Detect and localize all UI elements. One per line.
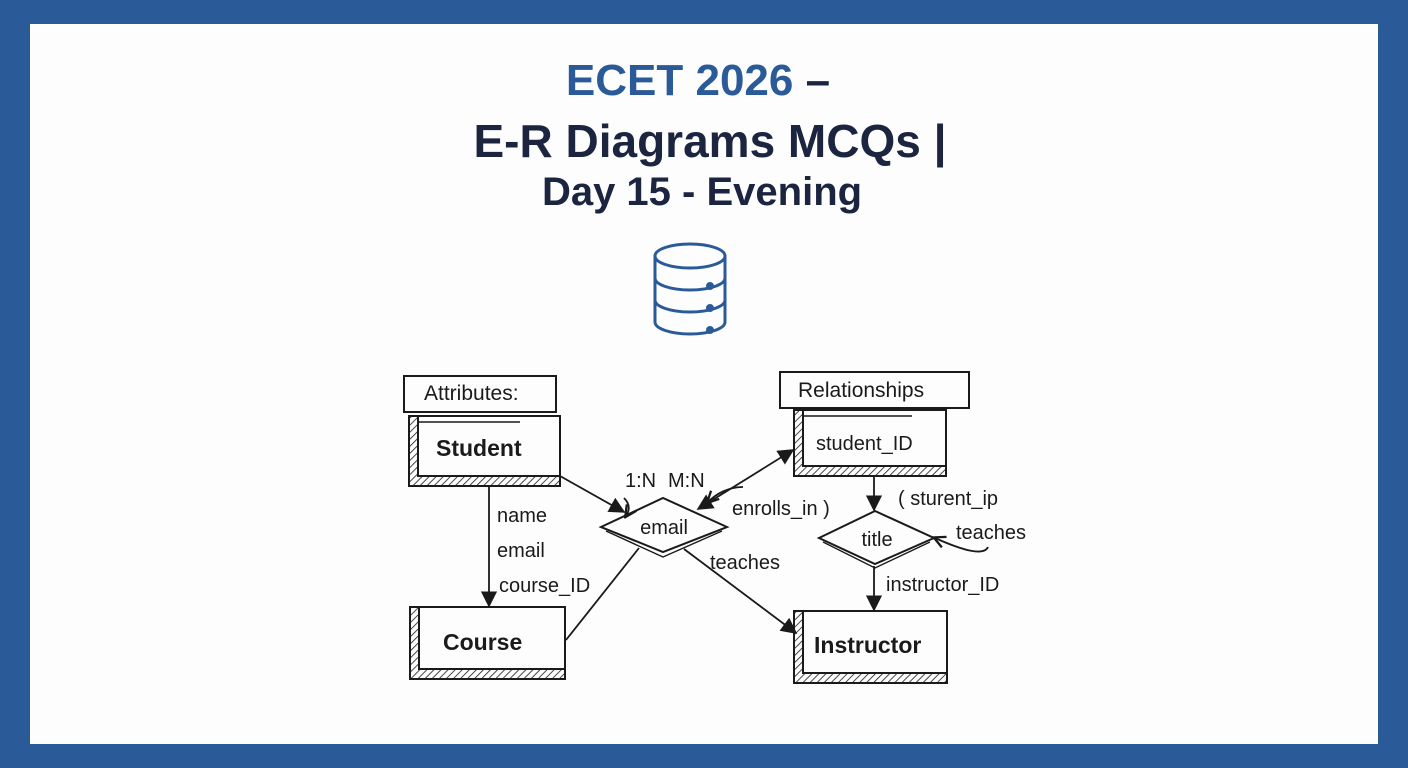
label-cardinality-1n: 1:N: [625, 470, 656, 492]
title-accent: ECET 2026: [565, 56, 794, 105]
database-icon: [653, 242, 727, 336]
title-dash: –: [805, 56, 831, 105]
label-enrolls-in: enrolls_in ): [732, 498, 830, 520]
relationship-title-label: title: [861, 529, 892, 551]
page-frame: [30, 24, 1378, 744]
entity-instructor-label: Instructor: [814, 632, 921, 658]
connectors: [480, 449, 989, 641]
title-line-2: E-R Diagrams MCQs |: [473, 115, 947, 167]
attributes-header: Attributes:: [403, 375, 557, 413]
entity-student-id: student_ID: [793, 409, 947, 477]
label-name: name: [497, 505, 547, 527]
relationships-header: Relationships: [779, 371, 970, 409]
label-instructor-id: instructor_ID: [886, 574, 999, 596]
entity-student-label: Student: [436, 435, 522, 461]
entity-course-label: Course: [443, 629, 522, 655]
entity-student: Student: [408, 415, 561, 487]
label-teaches-left: teaches: [710, 552, 780, 574]
relationships-header-label: Relationships: [798, 379, 924, 402]
label-sturent-ip: ( sturent_ip: [898, 488, 998, 510]
entity-instructor: Instructor: [793, 610, 948, 684]
relationship-title: title: [816, 509, 937, 569]
entity-course: Course: [409, 606, 566, 680]
label-email: email: [497, 540, 545, 562]
relationship-email-label: email: [640, 517, 688, 539]
attributes-header-label: Attributes:: [424, 382, 519, 405]
label-cardinality-mn: M:N: [668, 470, 705, 492]
label-course-id: course_ID: [499, 575, 590, 597]
title-line-3: Day 15 - Evening: [541, 170, 863, 214]
label-teaches-right: teaches: [956, 522, 1026, 544]
relationship-email: email: [598, 496, 730, 558]
entity-student-id-label: student_ID: [816, 433, 913, 455]
title-line-1: ECET 2026 –: [0, 56, 1402, 106]
